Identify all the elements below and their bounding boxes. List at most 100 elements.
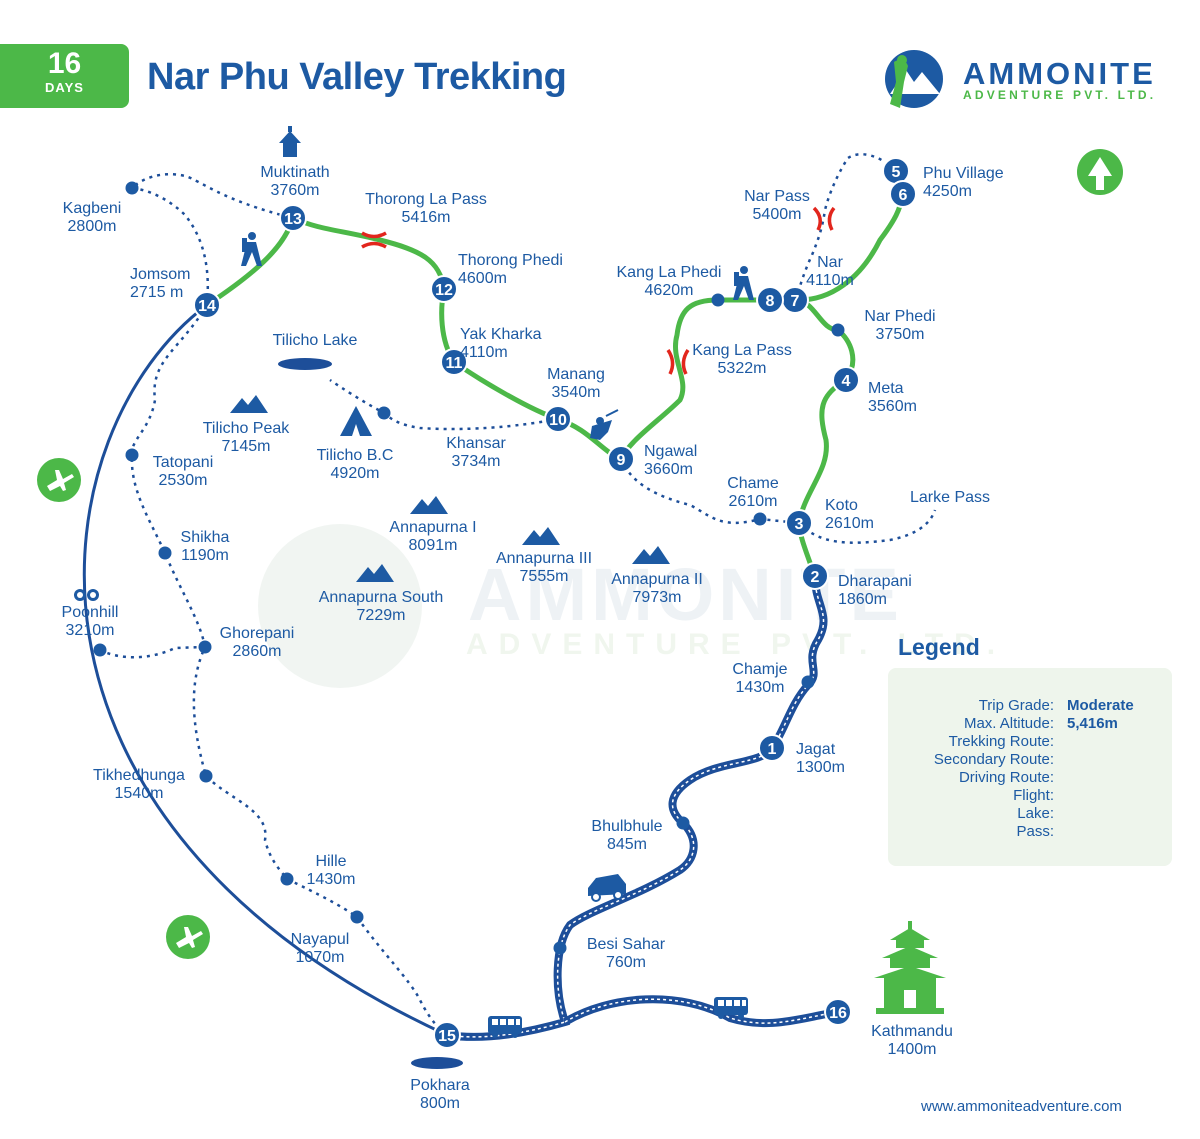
place-name: Tatopani	[153, 454, 214, 471]
place-altitude: 8091m	[409, 537, 458, 554]
website-link[interactable]: www.ammoniteadventure.com	[921, 1098, 1122, 1115]
place-name: Shikha	[181, 529, 230, 546]
tatopani-dot	[125, 448, 139, 462]
annapurna-south-mountain-icon	[356, 564, 394, 582]
stop-altitude-2: 1860m	[838, 591, 887, 608]
shikha-dot	[158, 546, 172, 560]
binoculars-icon	[74, 589, 99, 601]
place-altitude: 2530m	[159, 472, 208, 489]
place-name: Bhulbhule	[591, 818, 662, 835]
north-arrow-icon	[1077, 149, 1123, 195]
stop-marker-circle	[607, 445, 635, 473]
stop-name-4: Meta	[868, 380, 904, 397]
place-altitude: 5416m	[402, 209, 451, 226]
place-name: Annapurna I	[389, 519, 476, 536]
stop-marker-circle	[758, 734, 786, 762]
stop-altitude-15: 800m	[420, 1095, 460, 1112]
stop-altitude-1: 1300m	[796, 759, 845, 776]
bus-icon-kathmandu	[714, 997, 748, 1019]
chamje-dot	[801, 675, 815, 689]
bus-icon-pokhara	[488, 1016, 522, 1038]
bhulbhule-dot	[676, 816, 690, 830]
place-altitude: 3750m	[876, 326, 925, 343]
legend-max-alt-value: 5,416m	[1067, 715, 1118, 732]
stop-name-2: Dharapani	[838, 573, 912, 590]
stop-number: 1	[768, 741, 777, 758]
airplane-icon-lower	[166, 915, 210, 959]
legend-driving-label: Driving Route:	[958, 769, 1054, 786]
thorong-la-pass-icon	[361, 231, 387, 249]
page-title: Nar Phu Valley Trekking	[147, 56, 567, 98]
tent-icon	[340, 406, 372, 436]
place-name: Ghorepani	[220, 625, 295, 642]
stop-name-5: Phu Village	[923, 165, 1004, 182]
place-name: Besi Sahar	[587, 936, 666, 953]
place-altitude: 1190m	[181, 547, 229, 564]
stop-altitude-3: 2610m	[825, 515, 874, 532]
stop-marker-10: 10	[544, 405, 572, 433]
trekker-icon-jomsom	[241, 232, 262, 266]
stop-number: 6	[899, 187, 908, 204]
legend-trip-grade-label: Trip Grade:	[978, 697, 1054, 714]
stop-marker-7: 7	[781, 286, 809, 314]
nayapul-dot	[350, 910, 364, 924]
stop-number: 2	[811, 569, 820, 586]
flight-route	[82, 303, 448, 1037]
watermark-logo-icon	[258, 524, 422, 688]
tikhedhunga-dot	[199, 769, 213, 783]
legend-pass-label: Pass:	[1016, 823, 1054, 840]
kang-la-pass-icon	[666, 349, 690, 375]
stop-number: 7	[791, 293, 800, 310]
khansar-dot	[377, 406, 391, 420]
stop-number: 8	[766, 293, 775, 310]
pokhara-lake-icon	[411, 1057, 463, 1069]
stop-number: 15	[438, 1028, 456, 1045]
stop-number: 9	[617, 452, 626, 469]
stop-altitude-16: 1400m	[888, 1041, 937, 1058]
stop-marker-15: 15	[433, 1021, 461, 1049]
company-logo-icon	[885, 50, 943, 108]
place-altitude: 1070m	[296, 949, 345, 966]
place-name: Kagbeni	[63, 200, 122, 217]
place-altitude: 7229m	[357, 607, 406, 624]
stop-marker-11: 11	[440, 348, 468, 376]
stop-name-7: Nar	[817, 254, 843, 271]
stop-altitude-10: 3540m	[552, 384, 601, 401]
legend-panel	[888, 668, 1172, 866]
place-altitude: 1430m	[307, 871, 356, 888]
stop-name-12: Thorong Phedi	[458, 252, 563, 269]
annapurna-1-mountain-icon	[410, 496, 448, 514]
stop-marker-circle	[544, 405, 572, 433]
place-name: Annapurna II	[611, 571, 703, 588]
stop-marker-circle	[440, 348, 468, 376]
trekker-icon-kangla	[733, 266, 754, 300]
kangla-phedi-dot	[711, 293, 725, 307]
place-name: Kang La Pass	[692, 342, 792, 359]
place-altitude: 2800m	[68, 218, 117, 235]
place-name: Tilicho Lake	[273, 332, 358, 349]
place-altitude: 7555m	[520, 568, 569, 585]
stop-marker-circle	[279, 204, 307, 232]
tilicho-peak-mountain-icon	[230, 395, 268, 413]
brand-name: AMMONITE	[963, 56, 1156, 91]
poonhill-dot	[93, 643, 107, 657]
stop-marker-16: 16	[824, 998, 852, 1026]
stop-altitude-13: 3760m	[271, 182, 320, 199]
stop-marker-circle	[785, 509, 813, 537]
days-number: 16	[47, 47, 82, 80]
place-name: Annapurna South	[319, 589, 444, 606]
days-badge: 16 DAYS	[0, 44, 129, 108]
place-name: Tilicho Peak	[203, 420, 291, 437]
place-altitude: 2610m	[729, 493, 778, 510]
stop-number: 3	[795, 516, 804, 533]
place-altitude: 4920m	[331, 465, 380, 482]
place-name: Chamje	[732, 661, 787, 678]
stop-number: 16	[829, 1005, 847, 1022]
stop-altitude-11: 4110m	[460, 344, 508, 361]
stop-marker-5: 5	[882, 157, 910, 185]
place-altitude: 5322m	[718, 360, 767, 377]
place-altitude: 3734m	[452, 453, 501, 470]
stop-marker-2: 2	[801, 562, 829, 590]
legend-flight-label: Flight:	[1013, 787, 1054, 804]
